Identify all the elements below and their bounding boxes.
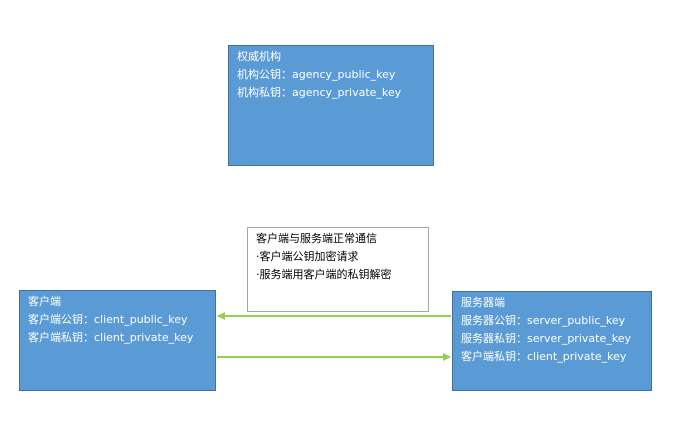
client-public-key: 客户端公钥：client_public_key	[28, 313, 188, 326]
server-public-key: 服务器公钥：server_public_key	[461, 314, 626, 327]
communication-note: 客户端与服务端正常通信 ·客户端公钥加密请求 ·服务端用客户端的私钥解密	[247, 227, 429, 312]
client-box: 客户端 客户端公钥：client_public_key 客户端私钥：client…	[19, 290, 216, 391]
agency-box: 权威机构 机构公钥：agency_public_key 机构私钥：agency_…	[228, 45, 434, 166]
client-title: 客户端	[28, 295, 61, 308]
server-private-key: 服务器私钥：server_private_key	[461, 332, 631, 345]
note-line-encrypt: ·客户端公钥加密请求	[256, 250, 359, 263]
agency-title: 权威机构	[237, 50, 281, 63]
server-client-private-key: 客户端私钥：client_private_key	[461, 350, 627, 363]
server-box: 服务器端 服务器公钥：server_public_key 服务器私钥：serve…	[452, 291, 652, 391]
note-line-decrypt: ·服务端用客户端的私钥解密	[256, 268, 392, 281]
agency-private-key: 机构私钥：agency_private_key	[237, 86, 402, 99]
server-title: 服务器端	[461, 296, 505, 309]
note-title: 客户端与服务端正常通信	[256, 232, 377, 245]
client-private-key: 客户端私钥：client_private_key	[28, 331, 194, 344]
agency-public-key: 机构公钥：agency_public_key	[237, 68, 396, 81]
